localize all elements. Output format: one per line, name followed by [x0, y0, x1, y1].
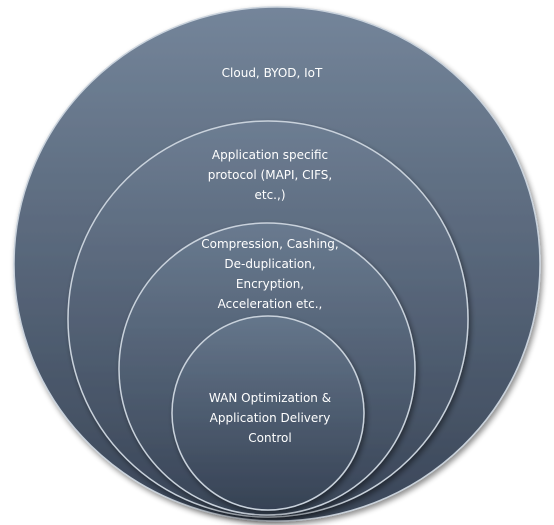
- inner-layer-line-2: Application Delivery: [209, 411, 331, 425]
- third-layer-line-1: Compression, Cashing,: [201, 237, 339, 251]
- outer-layer-label: Cloud, BYOD, IoT: [172, 63, 372, 83]
- second-layer-line-3: etc.,): [254, 188, 286, 202]
- third-layer-line-4: Acceleration etc.,: [217, 297, 323, 311]
- third-layer-line-2: De-duplication,: [224, 257, 316, 271]
- inner-layer-line-1: WAN Optimization &: [208, 391, 332, 405]
- second-layer-line-2: protocol (MAPI, CIFS,: [207, 168, 333, 182]
- inner-layer-circle: [171, 315, 365, 511]
- inner-layer-line-3: Control: [248, 431, 292, 445]
- outer-layer-line-1: Cloud, BYOD, IoT: [221, 66, 323, 80]
- inner-layer-label: WAN Optimization & Application Delivery …: [170, 388, 370, 448]
- second-layer-line-1: Application specific: [211, 148, 329, 162]
- third-layer-label: Compression, Cashing, De-duplication, En…: [170, 234, 370, 314]
- second-layer-label: Application specific protocol (MAPI, CIF…: [170, 145, 370, 205]
- third-layer-line-3: Encryption,: [235, 277, 305, 291]
